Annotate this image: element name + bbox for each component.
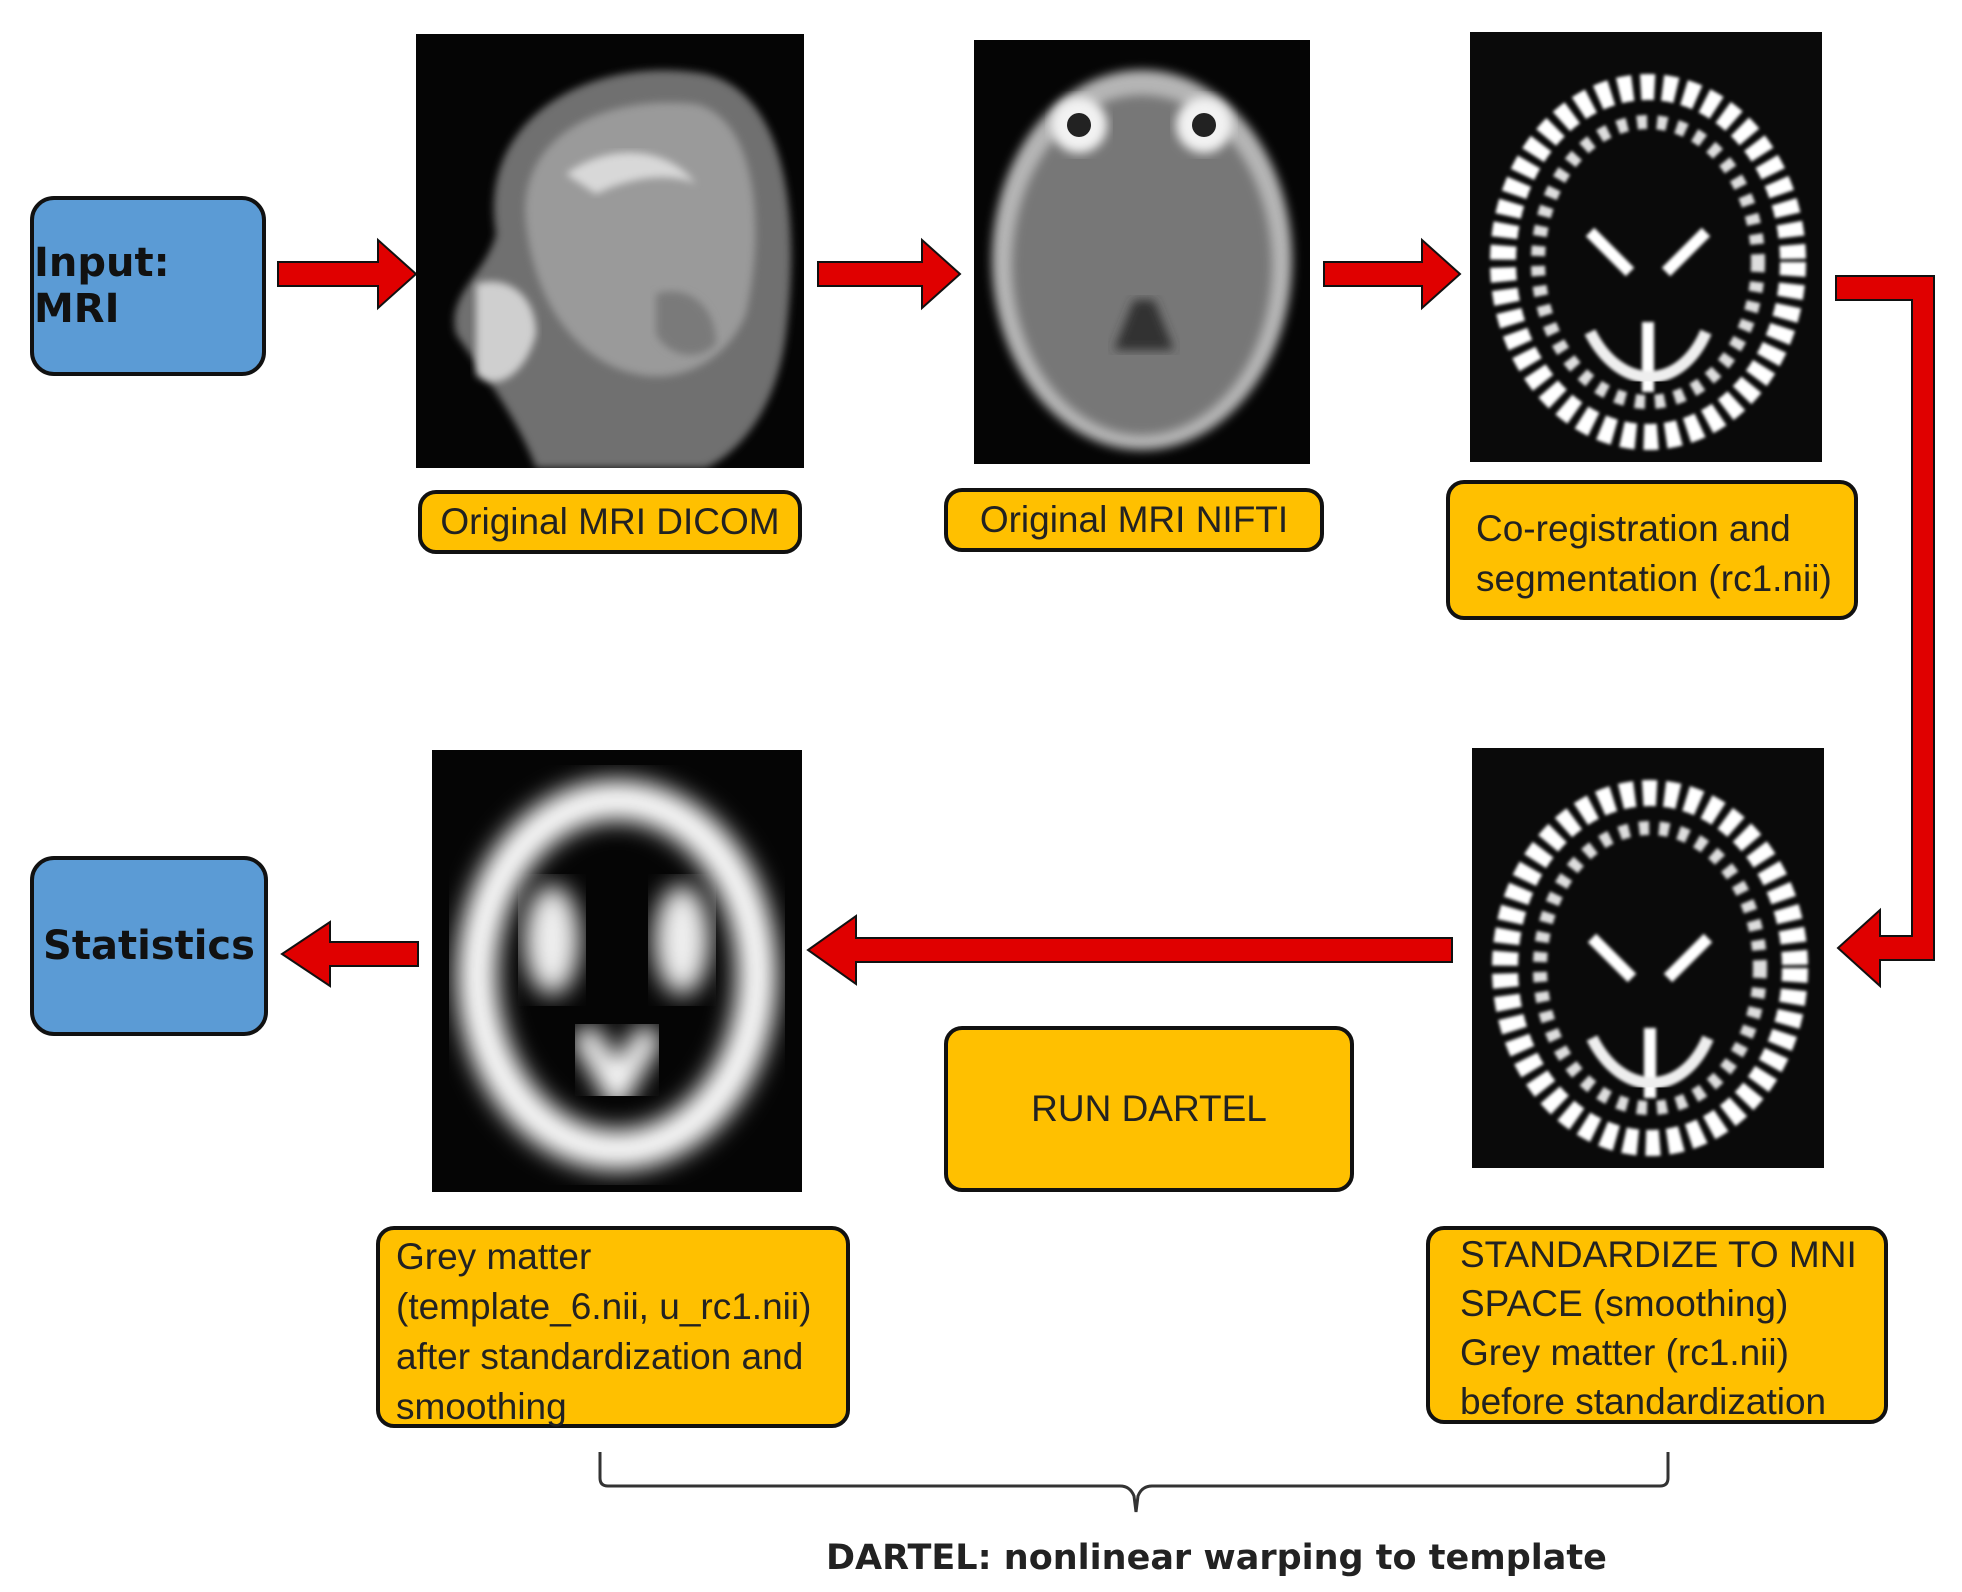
run-dartel-box: RUN DARTEL	[944, 1026, 1354, 1192]
dartel-brace	[598, 1452, 1670, 1513]
standardize-line-3: Grey matter (rc1.nii)	[1460, 1332, 1789, 1373]
arrow-coreg-to-standardize	[1835, 275, 1935, 989]
grey-matter-label-box: Grey matter (template_6.nii, u_rc1.nii) …	[376, 1226, 850, 1428]
dicom-label-box: Original MRI DICOM	[418, 490, 802, 554]
coreg-label-box: Co-registration and segmentation (rc1.ni…	[1446, 480, 1858, 620]
grey-matter-line-1: Grey matter	[396, 1236, 592, 1277]
standardize-line-1: STANDARDIZE TO MNI	[1460, 1234, 1857, 1275]
sagittal-mri-scan	[416, 34, 804, 468]
nifti-label: Original MRI NIFTI	[979, 499, 1289, 540]
coreg-label-line-1: Co-registration and	[1476, 508, 1791, 549]
dartel-caption: DARTEL: nonlinear warping to template	[826, 1538, 1607, 1578]
axial-mri-scan	[974, 40, 1310, 464]
input-mri-label: Input: MRI	[34, 240, 170, 332]
standardize-line-4: before standardization	[1460, 1381, 1827, 1422]
smoothed-image	[432, 750, 802, 1192]
run-dartel-label: RUN DARTEL	[1031, 1088, 1267, 1129]
arrow-greymatter-to-statistics	[280, 920, 419, 988]
dicom-label: Original MRI DICOM	[440, 501, 780, 542]
nifti-label-box: Original MRI NIFTI	[944, 488, 1324, 552]
smoothed-grey-matter-scan	[432, 750, 802, 1192]
segmented-grey-matter-scan	[1470, 32, 1822, 462]
sagittal-mri-image	[416, 34, 804, 468]
arrow-dicom-to-nifti	[817, 237, 962, 311]
coreg-image	[1470, 32, 1822, 462]
axial-mri-image	[974, 40, 1310, 464]
grey-matter-line-4: smoothing	[396, 1386, 567, 1427]
standardize-label-box: STANDARDIZE TO MNI SPACE (smoothing) Gre…	[1426, 1226, 1888, 1424]
input-mri-box: Input: MRI	[30, 196, 266, 376]
statistics-box: Statistics	[30, 856, 268, 1036]
statistics-label: Statistics	[43, 923, 255, 969]
standardize-line-2: SPACE (smoothing)	[1460, 1283, 1789, 1324]
arrow-input-to-dicom	[277, 237, 418, 311]
grey-matter-line-3: after standardization and	[396, 1336, 804, 1377]
grey-matter-line-2: (template_6.nii, u_rc1.nii)	[396, 1286, 812, 1327]
coreg-label-line-2: segmentation (rc1.nii)	[1476, 558, 1832, 599]
standardize-image	[1472, 748, 1824, 1168]
arrow-standardize-to-greymatter	[806, 914, 1453, 986]
arrow-nifti-to-coreg	[1323, 237, 1462, 311]
segmented-grey-matter-scan	[1472, 748, 1824, 1168]
